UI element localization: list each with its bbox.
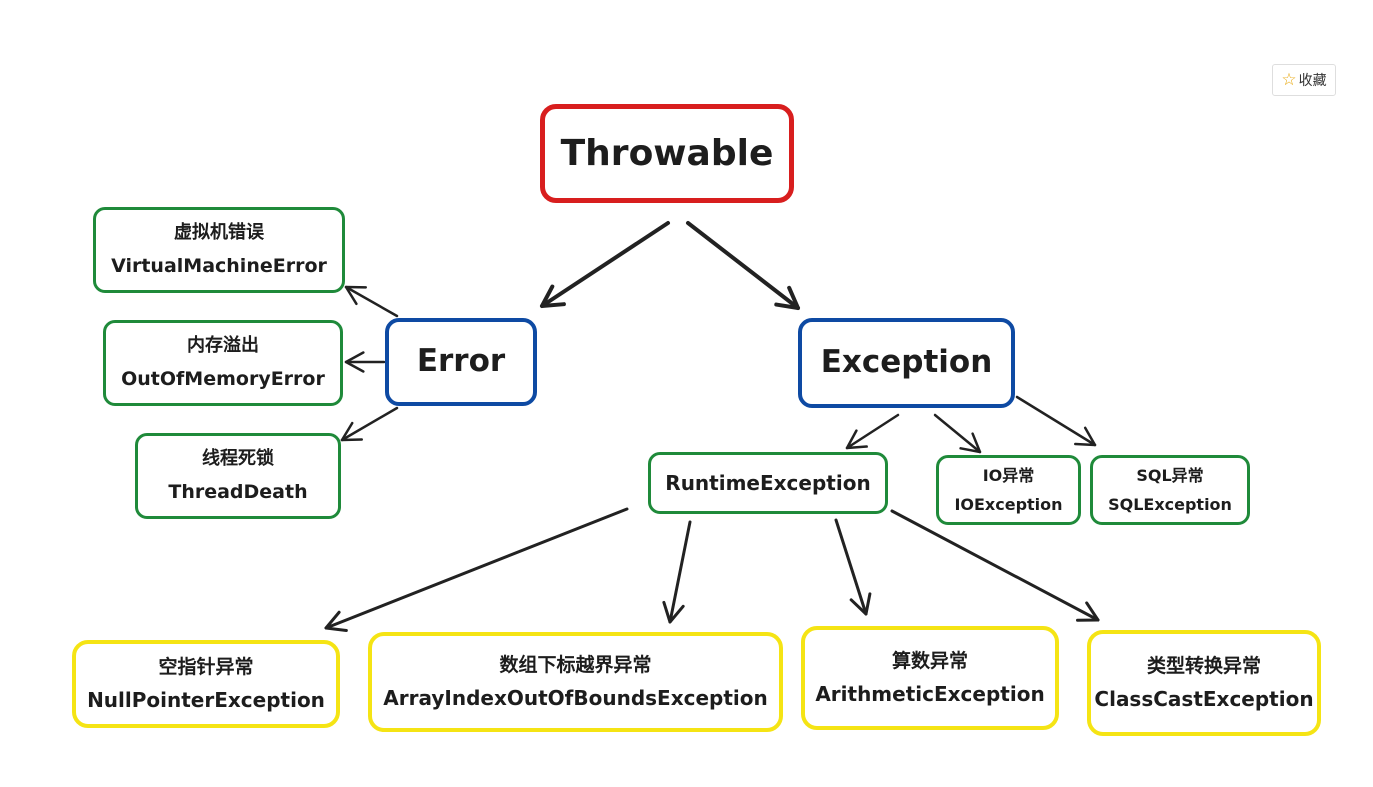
arrow-shaft bbox=[344, 285, 399, 318]
arrow-runtime-exception-to-array-index-exception bbox=[662, 520, 692, 624]
arrow-head bbox=[774, 285, 800, 310]
node-thread-death-cn: 线程死锁 bbox=[202, 447, 274, 469]
node-virtual-machine-error-en: VirtualMachineError bbox=[111, 255, 327, 278]
node-exception: Exception bbox=[798, 318, 1015, 408]
arrow-exception-to-io-exception bbox=[933, 413, 982, 454]
arrow-error-to-out-of-memory-error bbox=[344, 351, 386, 373]
star-icon: ☆ bbox=[1281, 69, 1297, 90]
node-sql-exception-en: SQLException bbox=[1108, 495, 1232, 514]
arrow-head bbox=[344, 285, 367, 306]
bookmark-label: 收藏 bbox=[1298, 73, 1327, 89]
node-out-of-memory-error-en: OutOfMemoryError bbox=[121, 368, 325, 391]
arrow-exception-to-runtime-exception bbox=[845, 413, 900, 450]
arrow-exception-to-sql-exception bbox=[1015, 395, 1097, 447]
node-virtual-machine-error: 虚拟机错误 VirtualMachineError bbox=[93, 207, 345, 293]
arrow-head bbox=[845, 429, 868, 450]
arrow-throwable-to-error bbox=[540, 221, 670, 308]
node-runtime-exception-label: RuntimeException bbox=[665, 471, 871, 495]
arrow-shaft bbox=[324, 507, 629, 630]
arrow-shaft bbox=[933, 413, 982, 454]
arrow-shaft bbox=[1015, 395, 1097, 447]
arrow-error-to-virtual-machine-error bbox=[344, 285, 399, 318]
node-null-pointer-exception-cn: 空指针异常 bbox=[158, 655, 254, 678]
arrow-shaft bbox=[340, 406, 399, 442]
node-runtime-exception: RuntimeException bbox=[648, 452, 888, 514]
node-array-index-exception-cn: 数组下标越界异常 bbox=[499, 653, 652, 676]
node-class-cast-exception-en: ClassCastException bbox=[1094, 687, 1314, 712]
node-error-label: Error bbox=[416, 343, 506, 380]
node-class-cast-exception-cn: 类型转换异常 bbox=[1146, 654, 1261, 677]
node-sql-exception: SQL异常 SQLException bbox=[1090, 455, 1250, 525]
arrow-head bbox=[340, 421, 363, 442]
arrow-head bbox=[849, 592, 872, 616]
bookmark-button[interactable]: ☆ 收藏 bbox=[1272, 64, 1336, 96]
node-exception-label: Exception bbox=[820, 344, 993, 381]
arrow-runtime-exception-to-null-pointer-exception bbox=[324, 507, 629, 633]
node-array-index-exception: 数组下标越界异常 ArrayIndexOutOfBoundsException bbox=[368, 632, 783, 732]
arrow-head bbox=[324, 610, 348, 633]
node-arithmetic-exception-en: ArithmeticException bbox=[815, 682, 1045, 707]
node-error: Error bbox=[385, 318, 537, 406]
node-class-cast-exception: 类型转换异常 ClassCastException bbox=[1087, 630, 1321, 736]
arrow-throwable-to-exception bbox=[686, 221, 800, 310]
node-out-of-memory-error: 内存溢出 OutOfMemoryError bbox=[103, 320, 343, 406]
node-throwable: Throwable bbox=[540, 104, 794, 203]
arrow-head bbox=[959, 432, 982, 454]
node-sql-exception-cn: SQL异常 bbox=[1136, 465, 1204, 485]
node-array-index-exception-en: ArrayIndexOutOfBoundsException bbox=[383, 686, 768, 711]
arrow-shaft bbox=[834, 518, 868, 616]
node-virtual-machine-error-cn: 虚拟机错误 bbox=[174, 221, 264, 243]
arrow-runtime-exception-to-class-cast-exception bbox=[890, 509, 1100, 622]
arrow-shaft bbox=[668, 520, 692, 624]
node-io-exception-en: IOException bbox=[954, 495, 1063, 514]
arrow-head bbox=[1076, 601, 1100, 622]
node-io-exception: IO异常 IOException bbox=[936, 455, 1081, 525]
arrow-shaft bbox=[540, 221, 670, 308]
arrow-runtime-exception-to-arithmetic-exception bbox=[834, 518, 872, 616]
arrow-head bbox=[540, 284, 566, 308]
arrow-shaft bbox=[686, 221, 800, 310]
node-arithmetic-exception-cn: 算数异常 bbox=[891, 649, 968, 672]
node-throwable-label: Throwable bbox=[560, 132, 774, 174]
arrow-shaft bbox=[845, 413, 900, 450]
node-out-of-memory-error-cn: 内存溢出 bbox=[187, 334, 259, 356]
node-io-exception-cn: IO异常 bbox=[982, 465, 1035, 485]
node-thread-death-en: ThreadDeath bbox=[168, 481, 308, 504]
node-null-pointer-exception: 空指针异常 NullPointerException bbox=[72, 640, 340, 728]
arrow-head bbox=[344, 351, 365, 373]
arrow-head bbox=[1074, 426, 1097, 447]
arrow-error-to-thread-death bbox=[340, 406, 399, 442]
arrow-shaft bbox=[890, 509, 1100, 622]
arrow-head bbox=[662, 600, 685, 624]
node-thread-death: 线程死锁 ThreadDeath bbox=[135, 433, 341, 519]
node-arithmetic-exception: 算数异常 ArithmeticException bbox=[801, 626, 1059, 730]
node-null-pointer-exception-en: NullPointerException bbox=[87, 688, 325, 713]
